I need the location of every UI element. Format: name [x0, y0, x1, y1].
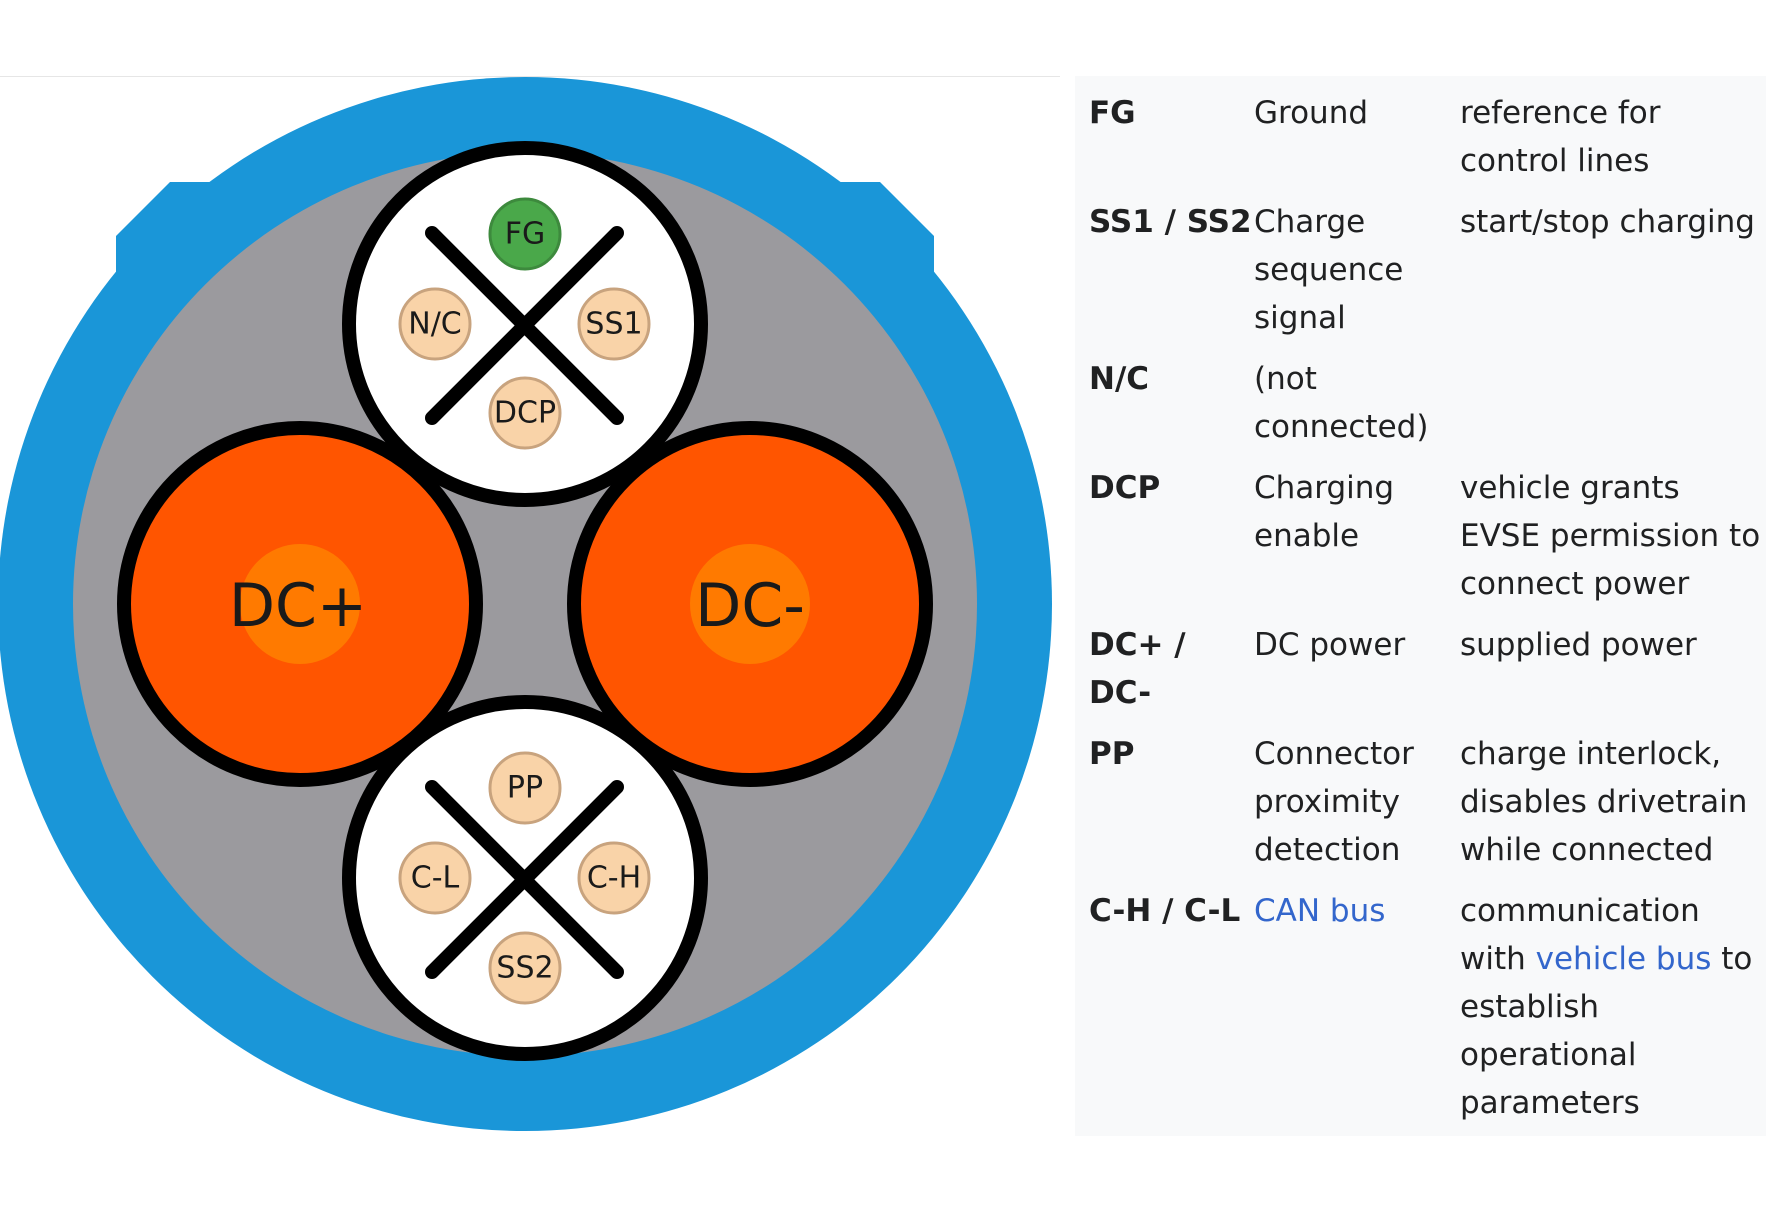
table-row: DC+ / DC- DC power supplied power	[1075, 621, 1766, 730]
name-cell: Connector proximity detection	[1254, 736, 1414, 868]
signal-cell: DC+ / DC-	[1089, 627, 1186, 711]
table-row: N/C (not connected)	[1075, 355, 1766, 464]
top-cross-line-b	[425, 226, 624, 425]
can-bus-link[interactable]: CAN bus	[1254, 893, 1386, 929]
table-row: SS1 / SS2 Charge sequence signal start/s…	[1075, 198, 1766, 355]
connector-body	[73, 152, 977, 1056]
description-text-after: to establish operational parameters	[1460, 941, 1753, 1121]
dc-plus-pin-center	[240, 544, 360, 664]
pin-dcp-label: DCP	[494, 396, 556, 431]
dc-minus-pin-center	[690, 544, 810, 664]
dc-plus-power-pin: DC+	[117, 421, 483, 787]
pin-legend: FG Ground reference for control lines SS…	[1075, 76, 1766, 1136]
connector-pinout-diagram: FG N/C SS1 DCP DC+ DC- PP C-L C-H SS2	[0, 77, 1052, 1131]
bottom-signal-socket: PP C-L C-H SS2	[342, 695, 708, 1061]
dc-minus-power-pin: DC-	[567, 421, 933, 787]
name-cell: CAN bus	[1254, 887, 1460, 1140]
description-cell: vehicle grants EVSE permission to connec…	[1460, 470, 1761, 602]
description-text-before: communication with	[1460, 893, 1700, 977]
vehicle-bus-link[interactable]: vehicle bus	[1535, 941, 1712, 977]
description-cell	[1460, 355, 1766, 464]
top-divider	[0, 76, 1060, 77]
table-row: C-H / C-L CAN bus communication with veh…	[1075, 887, 1766, 1140]
pin-pp	[488, 751, 562, 825]
pin-legend-table: FG Ground reference for control lines SS…	[1075, 76, 1766, 1140]
description-cell: communication with vehicle bus to establ…	[1460, 887, 1766, 1140]
pin-dcp	[488, 376, 562, 450]
signal-cell: SS1 / SS2	[1089, 204, 1252, 240]
description-cell: reference for control lines	[1460, 95, 1661, 179]
pin-nc-label: N/C	[408, 307, 462, 342]
signal-cell: C-H / C-L	[1089, 893, 1241, 929]
pin-ss1-label: SS1	[585, 307, 642, 342]
dc-minus-label: DC-	[695, 571, 805, 641]
name-cell: DC power	[1254, 627, 1406, 663]
signal-cell: DCP	[1089, 470, 1161, 506]
signal-cell: N/C	[1089, 361, 1150, 397]
pin-ss2-label: SS2	[496, 951, 553, 986]
pin-ch	[577, 841, 651, 915]
pin-ch-label: C-H	[587, 861, 641, 896]
signal-cell: FG	[1089, 95, 1136, 131]
bottom-cross-line-b	[425, 780, 624, 979]
name-cell: Ground	[1254, 95, 1369, 131]
description-cell: charge interlock, disables drivetrain wh…	[1460, 736, 1748, 868]
pin-ss1	[577, 287, 651, 361]
table-row: DCP Charging enable vehicle grants EVSE …	[1075, 464, 1766, 621]
dc-plus-label: DC+	[229, 571, 367, 641]
top-signal-socket: FG N/C SS1 DCP	[342, 141, 708, 507]
pin-nc	[398, 287, 472, 361]
pin-fg	[488, 197, 562, 271]
pin-cl-label: C-L	[411, 861, 460, 896]
pin-ss2	[488, 931, 562, 1005]
connector-outer-shell	[0, 77, 1052, 1131]
table-row: PP Connector proximity detection charge …	[1075, 730, 1766, 887]
pin-cl	[398, 841, 472, 915]
signal-cell: PP	[1089, 736, 1135, 772]
pin-pp-label: PP	[507, 771, 543, 806]
description-cell: supplied power	[1460, 627, 1697, 663]
name-cell: Charging enable	[1254, 470, 1395, 554]
description-cell: start/stop charging	[1460, 204, 1755, 240]
table-row: FG Ground reference for control lines	[1075, 76, 1766, 198]
name-cell: Charge sequence signal	[1254, 204, 1404, 336]
pin-fg-label: FG	[505, 217, 546, 252]
name-cell: (not connected)	[1254, 361, 1429, 445]
